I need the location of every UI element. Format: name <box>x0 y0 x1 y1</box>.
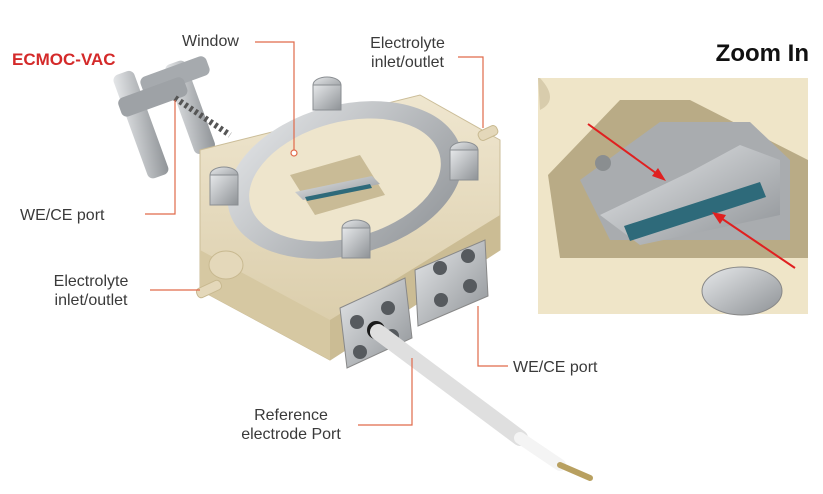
zoom-panel <box>538 78 808 316</box>
reference-electrode <box>370 324 593 481</box>
leader-lines <box>145 41 508 426</box>
handle-assembly <box>113 56 232 179</box>
leader-window <box>255 41 295 150</box>
label-we-ce-left: WE/CE port <box>20 207 105 224</box>
leader-we-ce-left <box>145 100 176 215</box>
label-window: Window <box>182 33 239 50</box>
label-reference: Reference electrode Port <box>241 407 341 443</box>
zoom-in-title: Zoom In <box>715 40 809 67</box>
leader-we-ce-right <box>477 306 508 367</box>
label-electrolyte-left: Electrolyte inlet/outlet <box>53 273 129 309</box>
product-title: ECMOC-VAC <box>12 50 116 69</box>
leader-electrolyte-top <box>458 56 484 128</box>
leader-reference <box>358 358 413 426</box>
label-we-ce-right: WE/CE port <box>513 359 598 376</box>
cell-body <box>195 76 501 361</box>
label-electrolyte-top: Electrolyte inlet/outlet <box>370 35 445 71</box>
